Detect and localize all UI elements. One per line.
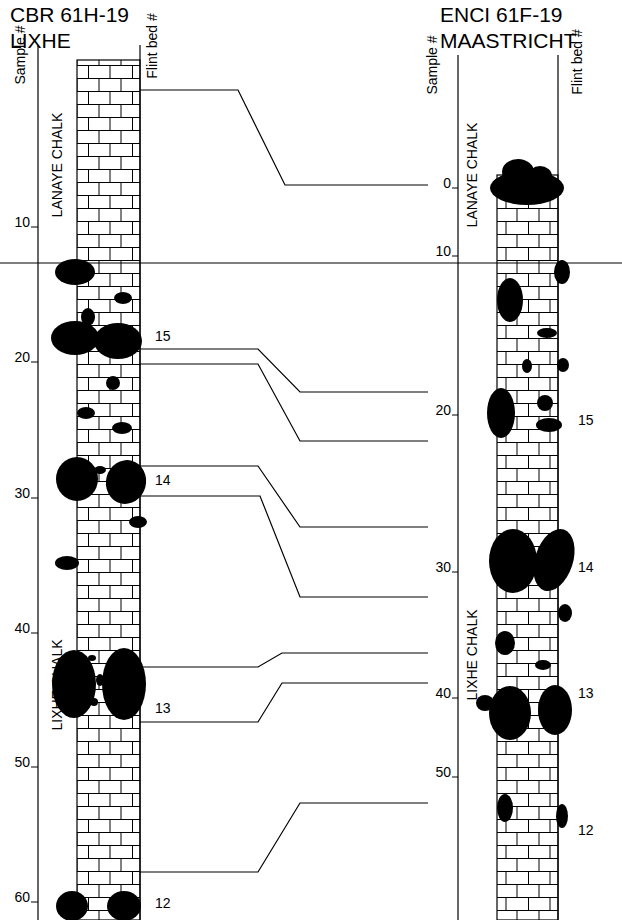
axis-tick	[452, 777, 458, 778]
unit-name: LANAYE CHALK	[50, 113, 64, 218]
correlation-line	[140, 349, 428, 392]
axis-tick	[452, 188, 458, 189]
flint-nodule	[96, 674, 104, 686]
axis-title: Sample #	[13, 25, 27, 84]
correlation-line	[140, 683, 428, 722]
flint-nodule	[101, 456, 151, 509]
correlation-line	[140, 496, 428, 597]
flint-bed-number: 14	[155, 473, 171, 487]
axis-tick	[452, 572, 458, 573]
flint-nodule	[51, 321, 99, 355]
flint-nodule	[535, 660, 551, 670]
section-column: CBR 61H-19 LIXHE	[8, 2, 140, 918]
flint-nodule	[129, 516, 147, 528]
sample-number: 10	[435, 244, 451, 258]
axis-tick	[31, 767, 38, 768]
correlation-line	[140, 90, 428, 185]
flint-nodule	[90, 698, 98, 706]
unit-name: LIXHE CHALK	[50, 639, 64, 730]
correlation-line	[140, 653, 428, 667]
flint-nodule	[112, 422, 132, 434]
flint-nodule	[538, 685, 572, 735]
axis-title: Flint bed #	[570, 29, 584, 94]
flint-bed-number: 13	[578, 686, 594, 700]
flint-bed-number: 14	[578, 560, 594, 574]
flint-nodule	[94, 323, 142, 359]
sample-number: 50	[435, 765, 451, 779]
flint-nodule	[88, 655, 96, 661]
flint-nodule	[56, 457, 98, 501]
flint-nodule	[107, 891, 141, 920]
flint-nodule	[114, 292, 132, 304]
section-column: ENCI 61F-19 MAASTRICHT	[428, 2, 618, 918]
sample-number: 30	[435, 560, 451, 574]
flint-nodule	[536, 418, 562, 432]
sample-number: 10	[14, 215, 30, 229]
axis-tick	[31, 362, 38, 363]
axis-title: Sample #	[425, 35, 439, 94]
axis-title: Flint bed #	[145, 13, 159, 78]
flint-nodule	[487, 388, 515, 438]
flint-nodule	[537, 328, 557, 338]
unit-name: LIXHE CHALK	[465, 609, 479, 700]
flint-nodule	[558, 604, 572, 622]
flint-bed-number: 15	[578, 413, 594, 427]
flint-nodule	[528, 166, 552, 186]
flint-nodule	[557, 358, 569, 372]
flint-bed-number: 12	[578, 823, 594, 837]
flint-nodule	[102, 648, 146, 720]
datum-line	[0, 262, 622, 263]
flint-nodule	[537, 395, 553, 411]
axis-tick	[452, 256, 458, 257]
section-heading: ENCI 61F-19 MAASTRICHT	[440, 2, 618, 54]
flint-bed-number: 15	[155, 329, 171, 343]
flint-nodule	[77, 407, 95, 419]
sample-number: 20	[435, 403, 451, 417]
sample-axis	[37, 45, 38, 920]
sample-axis	[457, 55, 458, 920]
axis-tick	[31, 902, 38, 903]
flint-nodule	[497, 278, 523, 322]
correlation-line	[140, 803, 428, 872]
flint-nodule	[522, 359, 532, 373]
sample-number: 60	[14, 890, 30, 904]
flint-nodule	[489, 686, 531, 740]
sample-number: 50	[14, 755, 30, 769]
flint-nodule	[106, 376, 120, 390]
flint-bed-number: 13	[155, 701, 171, 715]
flint-bed-number: 12	[155, 896, 171, 910]
unit-name: LANAYE CHALK	[465, 123, 479, 228]
axis-tick	[452, 698, 458, 699]
correlation-line	[140, 364, 428, 441]
flint-nodule	[526, 524, 582, 597]
sample-number: 40	[14, 621, 30, 635]
axis-tick	[452, 415, 458, 416]
sample-number: 0	[443, 176, 451, 190]
axis-tick	[31, 227, 38, 228]
section-heading: CBR 61H-19 LIXHE	[10, 2, 140, 54]
sample-number: 30	[14, 486, 30, 500]
flint-nodule	[94, 466, 106, 474]
flint-nodule	[495, 631, 515, 655]
sample-number: 20	[14, 350, 30, 364]
flint-nodule	[55, 556, 79, 570]
flint-nodule	[556, 804, 568, 828]
axis-tick	[31, 633, 38, 634]
flint-nodule	[497, 794, 513, 822]
axis-tick	[31, 498, 38, 499]
flint-nodule	[56, 891, 88, 920]
sample-number: 40	[435, 686, 451, 700]
flint-nodule	[489, 529, 537, 593]
